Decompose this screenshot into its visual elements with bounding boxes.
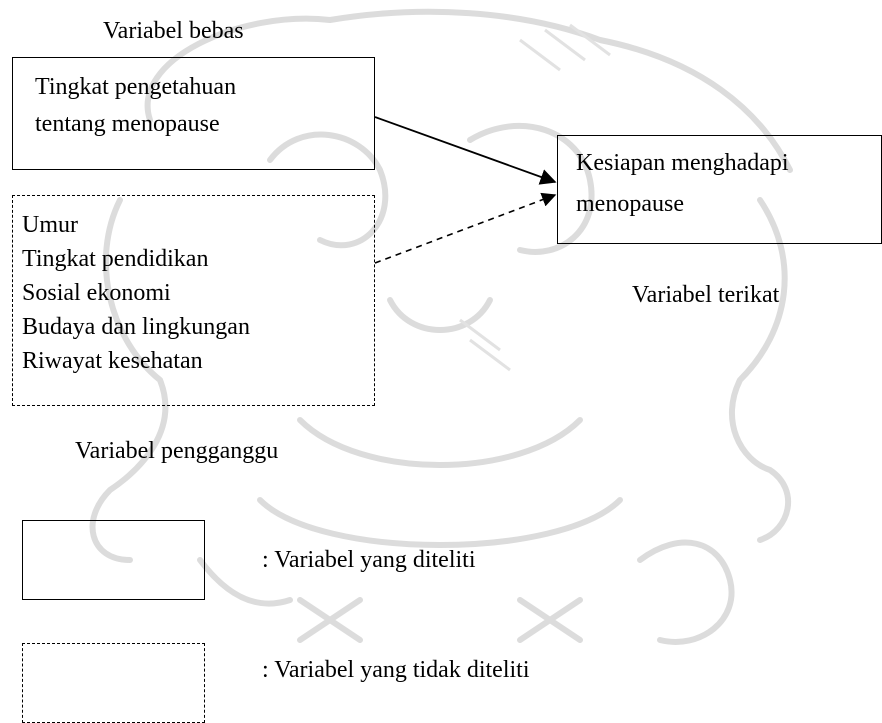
confounding-item-education: Tingkat pendidikan — [22, 246, 209, 272]
confounding-item-culture: Budaya dan lingkungan — [22, 314, 250, 340]
legend-studied-label: : Variabel yang diteliti — [262, 547, 476, 573]
legend-not-studied-label: : Variabel yang tidak diteliti — [262, 657, 530, 683]
dependent-variable-line-1: Kesiapan menghadapi — [576, 150, 789, 176]
confounding-item-age: Umur — [22, 212, 78, 238]
independent-variable-line-1: Tingkat pengetahuan — [35, 74, 237, 100]
confounding-variable-caption: Variabel pengganggu — [75, 438, 279, 464]
legend-solid-box — [22, 520, 205, 600]
dependent-variable-caption: Variabel terikat — [632, 282, 780, 308]
confounding-item-socioeconomic: Sosial ekonomi — [22, 280, 171, 306]
independent-variable-heading: Variabel bebas — [103, 18, 244, 44]
confounding-item-health-history: Riwayat kesehatan — [22, 348, 203, 374]
legend-dashed-box — [22, 643, 205, 723]
independent-variable-box: Tingkat pengetahuan tentang menopause — [12, 57, 375, 170]
confounding-variable-list: Umur Tingkat pendidikan Sosial ekonomi B… — [22, 208, 250, 378]
confounding-variable-box: Umur Tingkat pendidikan Sosial ekonomi B… — [12, 195, 375, 406]
dependent-variable-box: Kesiapan menghadapi menopause — [557, 135, 882, 244]
dependent-variable-line-2: menopause — [576, 191, 684, 217]
independent-variable-line-2: tentang menopause — [35, 111, 220, 137]
